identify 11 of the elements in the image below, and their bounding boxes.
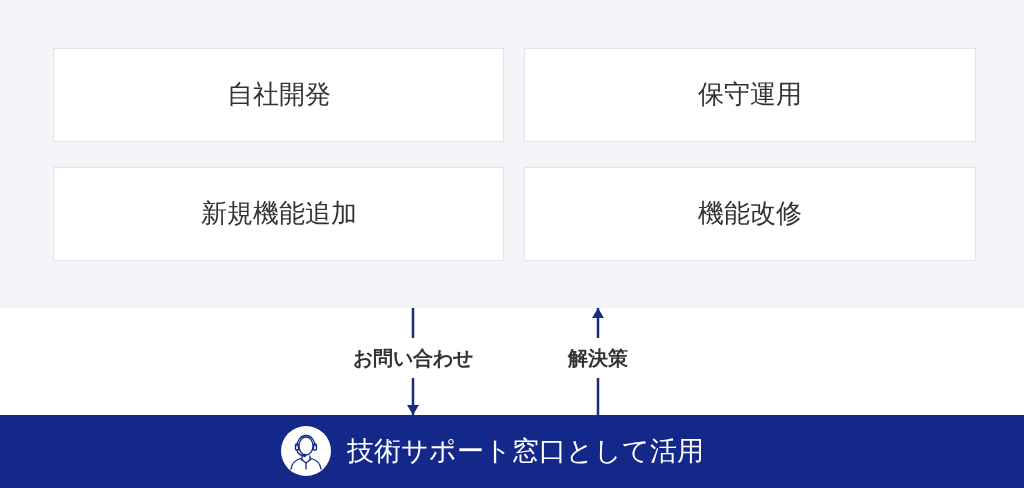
- category-label: 機能改修: [698, 198, 802, 230]
- category-label: 新規機能追加: [200, 198, 357, 230]
- category-label: 自社開発: [226, 79, 331, 111]
- category-box: [53, 167, 504, 261]
- group-panel: [0, 0, 1024, 308]
- banner-title: 技術サポート窓口として活用: [346, 435, 704, 468]
- category-box: [524, 48, 976, 142]
- category-label: 保守運用: [698, 79, 802, 111]
- category-box: [524, 167, 976, 261]
- banner-bar: [0, 415, 1024, 488]
- category-box: [53, 48, 504, 142]
